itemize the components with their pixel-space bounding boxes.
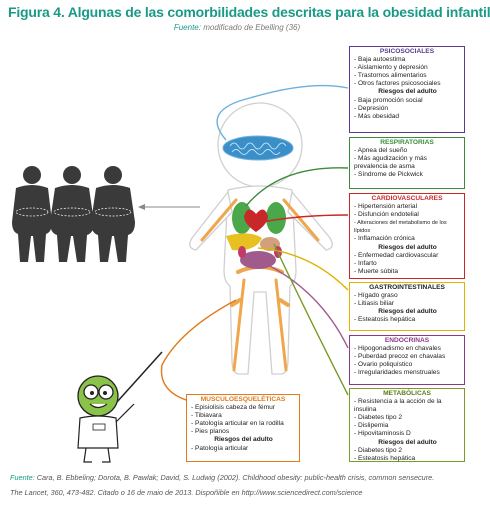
risk-label: Riesgos del adulto — [378, 88, 437, 96]
list-item: Alteraciones del metabolismo de los lípi… — [354, 219, 461, 235]
list-item: Diabetes tipo 2 — [354, 447, 461, 455]
subtitle-text: modificado de Ebelling (36) — [200, 23, 301, 32]
lungs-icon — [232, 202, 286, 234]
list-item: Pies planos — [191, 428, 296, 436]
brain-icon — [222, 135, 294, 161]
list-item: Patología articular — [191, 445, 296, 453]
list-item: Baja autoestima — [354, 56, 461, 64]
connector-musculo — [160, 299, 237, 401]
list-item: Apnea del sueño — [354, 147, 461, 155]
list-item: Hipertensión arterial — [354, 203, 461, 211]
footer-line-1: Fuente: Cara, B. Ebbeling; Dorota, B. Pa… — [10, 473, 434, 482]
adult-silhouettes — [12, 166, 135, 262]
list-item: Aislamiento y depresión — [354, 64, 461, 72]
list-item: Otros factores psicosociales — [354, 80, 461, 88]
list-item: Baja promoción social — [354, 97, 461, 105]
heart-icon — [244, 209, 268, 232]
list-item: Enfermedad cardiovascular — [354, 252, 461, 260]
list-item: Tibiavara — [191, 412, 296, 420]
list-item: Episiolisis cabeza de fémur — [191, 404, 296, 412]
list-item: Esteatosis hepática — [354, 455, 461, 463]
connector-endo — [261, 261, 349, 349]
connector-meta — [273, 243, 349, 396]
list-item: Irregularidades menstruales — [354, 369, 461, 377]
list-item: Muerte súbita — [354, 268, 461, 276]
list-item: Diabetes tipo 2 — [354, 414, 461, 422]
adult-figure-1 — [12, 166, 52, 262]
list-item: Trastornos alimentarios — [354, 72, 461, 80]
footer-label: Fuente: — [10, 473, 35, 482]
adult-figure-2 — [50, 166, 94, 262]
arrow-to-adults — [138, 204, 200, 210]
figure-subtitle: Fuente: modificado de Ebelling (36) — [0, 23, 474, 32]
list-item: Más obesidad — [354, 113, 461, 121]
skeleton — [200, 198, 320, 372]
list-item: Infarto — [354, 260, 461, 268]
box-musculoesqueleticas-header: MUSCULOESQUELÉTICAS — [200, 396, 286, 403]
box-gastrointestinales: GASTROINTESTINALES Hígado graso Litiasis… — [349, 282, 465, 331]
box-psicosociales-header: PSICOSOCIALES — [379, 48, 435, 55]
liver-icon — [226, 233, 262, 251]
box-cardiovasculares-header: CARDIOVASCULARES — [371, 195, 443, 202]
connector-resp — [245, 167, 349, 207]
list-item: Hipovitaminosis D — [354, 430, 461, 438]
list-item: Hígado graso — [354, 292, 461, 300]
risk-label: Riesgos del adulto — [378, 438, 437, 446]
subtitle-label: Fuente: — [173, 23, 201, 32]
list-item: Síndrome de Pickwick — [354, 171, 461, 179]
list-item: Dislipemia — [354, 422, 461, 430]
box-endocrinas-header: ENDOCRINAS — [384, 337, 430, 344]
list-item: Esteatosis hepática — [354, 316, 461, 324]
list-item: Depresión — [354, 105, 461, 113]
connector-psico — [216, 84, 349, 141]
risk-label: Riesgos del adulto — [214, 436, 273, 444]
box-endocrinas: ENDOCRINAS Hipogonadismo en chavales Pub… — [349, 335, 465, 385]
illustration — [12, 84, 349, 463]
doctor-cartoon-icon — [77, 351, 163, 463]
box-musculoesqueleticas: MUSCULOESQUELÉTICAS Episiolisis cabeza d… — [186, 394, 300, 462]
connector-lines — [160, 84, 349, 401]
list-item: Resistencia a la acción de la insulina — [354, 398, 461, 414]
list-item: Patología articular en la rodilla — [191, 420, 296, 428]
list-item: Puberdad precoz en chavalas — [354, 353, 461, 361]
list-item: Hipogonadismo en chavales — [354, 345, 461, 353]
box-metabolicas: METABÓLICAS Resistencia a la acción de l… — [349, 388, 465, 462]
list-item: Inflamación crónica — [354, 235, 461, 243]
box-respiratorias: RESPIRATORIAS Apnea del sueño Más agudiz… — [349, 137, 465, 189]
list-item: Disfunción endotelial — [354, 211, 461, 219]
connector-gastro — [257, 247, 349, 291]
footer-line-2: The Lancet, 360, 473-482. Citado o 16 de… — [10, 488, 363, 497]
risk-label: Riesgos del adulto — [378, 308, 437, 316]
figure-title: Figura 4. Algunas de las comorbilidades … — [8, 4, 490, 20]
box-metabolicas-header: METABÓLICAS — [383, 390, 431, 397]
risk-label: Riesgos del adulto — [378, 243, 437, 251]
box-cardiovasculares: CARDIOVASCULARES Hipertensión arterial D… — [349, 193, 465, 279]
list-item: Litiasis biliar — [354, 300, 461, 308]
box-psicosociales: PSICOSOCIALES Baja autoestima Aislamient… — [349, 46, 465, 133]
adult-figure-3 — [91, 166, 135, 262]
footer-citation: Cara, B. Ebbeling; Dorota, B. Pawlak; Da… — [34, 473, 435, 482]
box-gastrointestinales-header: GASTROINTESTINALES — [369, 284, 445, 291]
box-respiratorias-header: RESPIRATORIAS — [380, 139, 434, 146]
list-item: Más agudización y más prevalencia de asm… — [354, 155, 461, 171]
list-item: Ovario poliquístico — [354, 361, 461, 369]
connector-cardio — [261, 214, 349, 223]
